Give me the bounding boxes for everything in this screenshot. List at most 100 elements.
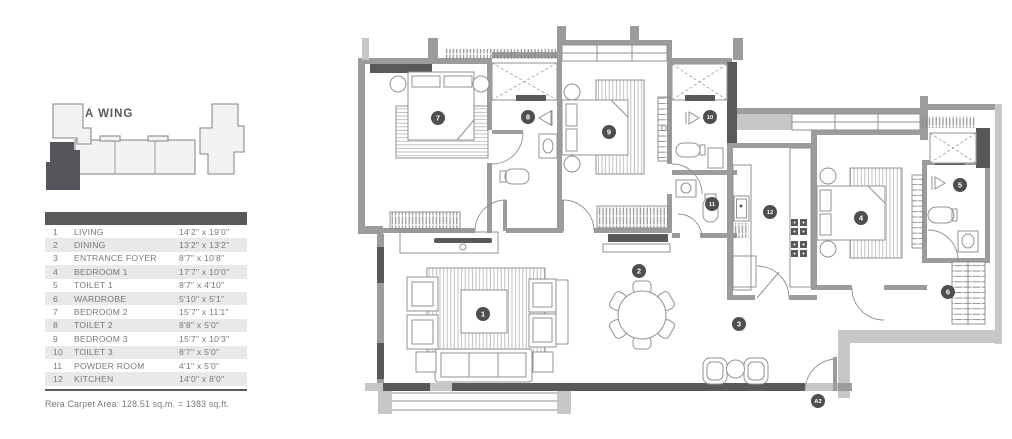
foyer (702, 357, 769, 385)
room-dimensions: 4'1" x 5'0" (179, 360, 220, 371)
wc-icon (675, 142, 701, 158)
room-dimensions: 13'2" x 13'2" (179, 240, 230, 251)
legend-row: 11 POWDER ROOM 4'1" x 5'0" (45, 359, 247, 372)
svg-text:A2: A2 (814, 399, 821, 405)
key-plan: A WING (45, 100, 247, 200)
bedroom2-door-arc (474, 199, 507, 232)
wardrobe (951, 261, 986, 325)
pillow (565, 128, 578, 152)
bed (816, 185, 886, 241)
room-number: 2 (53, 240, 59, 251)
keyplan-right-tower (199, 103, 245, 175)
counter-right (789, 147, 812, 288)
room-number: 8 (53, 320, 59, 331)
svg-text:7: 7 (436, 114, 440, 123)
room-dimensions: 8'8" x 5'0" (179, 320, 220, 331)
room-dimensions: 14'0" x 8'0" (179, 373, 225, 384)
toilet-1 (911, 174, 979, 253)
outer-walls (358, 26, 1002, 398)
tv-console (399, 231, 499, 254)
room-marker-toilet-1: 5 (953, 178, 967, 192)
room-marker-toilet-3: 10 (703, 110, 717, 124)
svg-text:2: 2 (637, 267, 641, 276)
sliding-panel (911, 174, 924, 249)
legend-row: 9 BEDROOM 3 15'7" x 10'3" (45, 332, 247, 345)
svg-text:11: 11 (709, 202, 716, 208)
sink-icon (733, 195, 750, 222)
kitchen-door-arc (756, 265, 790, 299)
bedroom-2 (370, 64, 490, 230)
room-dimensions: 14'2" x 19'0" (179, 226, 230, 237)
fridge (731, 255, 757, 288)
main-entrance-door-arc (804, 358, 838, 392)
side-table (819, 240, 837, 258)
toilet2-door-arc (491, 132, 524, 165)
table-body: 1 LIVING 14'2" x 19'0" 2 DINING 13'2" x … (45, 225, 247, 386)
svg-text:4: 4 (859, 214, 864, 223)
svg-text:1: 1 (481, 310, 485, 319)
sliding-panel (657, 96, 671, 162)
side-table (472, 75, 490, 93)
sideboard-shelf (602, 243, 671, 253)
legend-row: 12 KITCHEN 14'0" x 8'0" (45, 372, 247, 386)
wc-icon (504, 168, 530, 185)
toilet3-door-arc (671, 163, 703, 195)
room-schedule-table: 1 LIVING 14'2" x 19'0" 2 DINING 13'2" x … (45, 212, 247, 409)
svg-text:5: 5 (958, 181, 962, 190)
room-marker-bedroom-3: 9 (602, 125, 616, 139)
room-dimensions: 8'7" x 5'0" (179, 347, 220, 358)
legend-row: 5 TOILET 1 8'7" x 4'10" (45, 279, 247, 292)
room-marker-kitchen: 12 (763, 205, 777, 219)
pillow (819, 189, 832, 212)
living-room (399, 231, 569, 383)
keyplan-left-tower (52, 103, 92, 145)
toilet1-door-arc (927, 229, 959, 261)
service-shafts (491, 62, 977, 164)
hanger-closet (596, 205, 671, 229)
shower-icon (688, 111, 700, 125)
bedroom3-door-arc (562, 199, 595, 232)
dishwasher (734, 223, 749, 238)
room-number: 11 (53, 360, 63, 371)
room-marker-toilet-2: 8 (521, 110, 535, 124)
room-number: 4 (53, 266, 59, 277)
pillow (443, 75, 473, 88)
bedroom-3 (561, 79, 671, 253)
dining-table (617, 290, 667, 340)
room-number: 1 (53, 226, 59, 237)
room-name: TOILET 2 (74, 320, 113, 331)
svg-text:10: 10 (707, 115, 713, 121)
room-number: 12 (53, 373, 64, 384)
legend-row: 6 WARDROBE 5'10" x 5'1" (45, 291, 247, 306)
room-number: 5 (53, 280, 59, 291)
side-table (389, 75, 407, 93)
room-marker-bedroom-2: 7 (431, 111, 445, 125)
doors (474, 130, 959, 392)
room-marker-entrance-foyer: 3 (732, 317, 746, 331)
room-number: 7 (53, 307, 59, 318)
bedroom-1 (816, 167, 903, 259)
table-header-bar (45, 212, 247, 225)
toilet-2 (499, 110, 558, 185)
room-dimensions: 15'7" x 10'3" (179, 333, 230, 344)
svg-text:3: 3 (737, 320, 741, 329)
bedroom1-door-arc (851, 287, 885, 321)
room-name: ENTRANCE FOYER (74, 253, 157, 264)
legend-row: 3 ENTRANCE FOYER 8'7" x 10'8" (45, 252, 247, 265)
foyer-table (726, 359, 745, 379)
pillow (565, 103, 578, 127)
room-name: BEDROOM 1 (74, 266, 128, 277)
svg-text:6: 6 (946, 288, 950, 297)
key-plan-graphic (46, 103, 245, 190)
room-marker-wardrobe: 6 (941, 285, 955, 299)
sheet-fold (866, 185, 886, 205)
side-table (563, 155, 581, 173)
washbasin-icon (538, 133, 558, 159)
windows (445, 44, 975, 131)
legend-row: 7 BEDROOM 2 15'7" x 11'1" (45, 305, 247, 318)
room-name: POWDER ROOM (74, 360, 145, 371)
bed (407, 71, 475, 141)
